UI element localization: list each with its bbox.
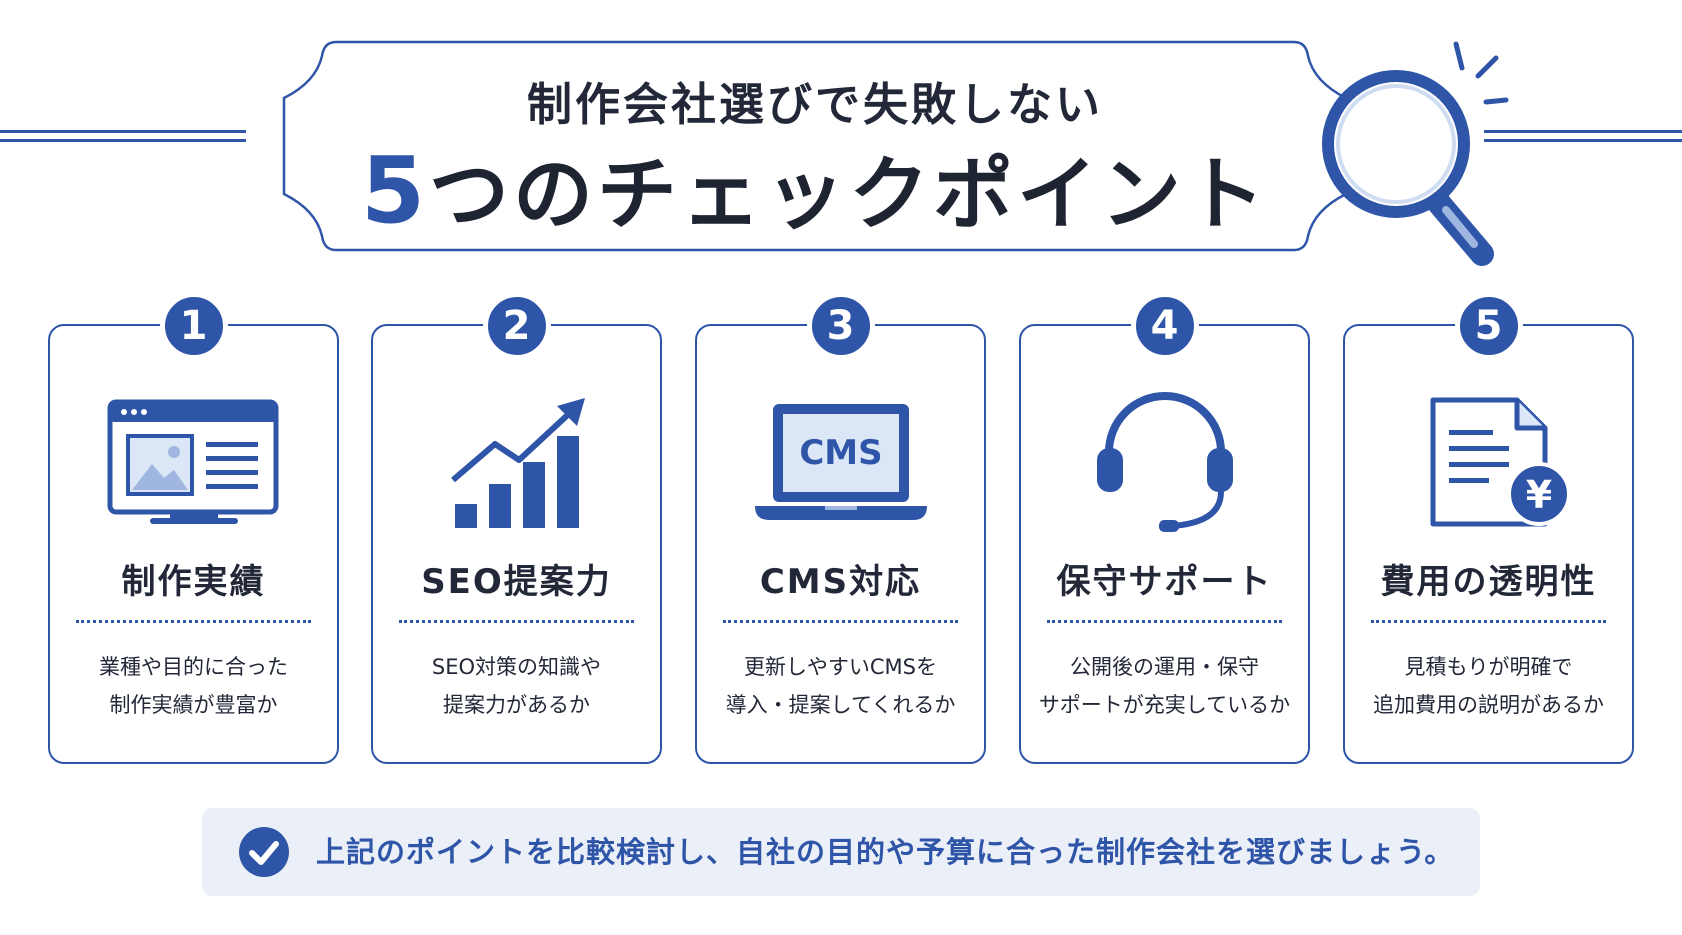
card-title: CMS対応 <box>759 562 922 602</box>
check-card-3: 3 CMS CMS対応 更新しやすいCMSを 導入・提案してくれるか <box>695 292 986 764</box>
card-number-badge: 4 <box>1130 292 1199 360</box>
yen-symbol: ¥ <box>1525 473 1551 517</box>
card-number-badge: 5 <box>1454 292 1523 360</box>
card-desc-line-1: 見積もりが明確で <box>1404 655 1573 679</box>
card-description: 更新しやすいCMSを 導入・提案してくれるか <box>697 648 984 724</box>
card-number-badge: 3 <box>806 292 875 360</box>
check-card-2: 2 SEO提案力 SEO対策の知識や 提案力があるか <box>371 292 662 764</box>
card-divider <box>1047 620 1282 623</box>
card-desc-line-1: 公開後の運用・保守 <box>1070 655 1259 679</box>
check-card-1: 1 制作実績 業種や目的に合った 制作実績が豊富か <box>48 292 339 764</box>
card-title: 費用の透明性 <box>1380 562 1597 602</box>
card-divider <box>399 620 634 623</box>
magnifier-icon <box>1322 41 1509 266</box>
title-number: 5 <box>360 137 429 244</box>
check-card-4: 4 保守サポート 公開後の運用・保守 サポートが充実しているか <box>1019 292 1310 764</box>
cms-label: CMS <box>799 433 882 473</box>
card-desc-line-1: 業種や目的に合った <box>99 655 288 679</box>
right-rule-top <box>1484 130 1682 133</box>
title-line-1: 制作会社選びで失敗しない <box>526 78 1103 131</box>
cms-laptop-icon: CMS <box>754 404 927 520</box>
summary-banner: 上記のポイントを比較検討し、自社の目的や予算に合った制作会社を選びましょう。 <box>202 808 1480 896</box>
card-desc-line-2: 導入・提案してくれるか <box>725 693 956 717</box>
left-rule-bottom <box>0 139 246 142</box>
card-description: 業種や目的に合った 制作実績が豊富か <box>50 648 337 724</box>
card-desc-line-2: 提案力があるか <box>443 693 590 717</box>
card-description: 見積もりが明確で 追加費用の説明があるか <box>1345 648 1632 724</box>
growth-chart-icon <box>450 398 585 528</box>
card-desc-line-1: 更新しやすいCMSを <box>744 655 937 679</box>
website-monitor-icon <box>107 399 278 524</box>
check-card-5: 5 ¥ 費用の透明性 見積もりが明確で 追加費用の説明があるか <box>1343 292 1634 764</box>
card-desc-line-2: 制作実績が豊富か <box>109 693 278 717</box>
card-description: 公開後の運用・保守 サポートが充実しているか <box>1021 648 1308 724</box>
check-circle-icon <box>239 827 289 877</box>
card-desc-line-2: 追加費用の説明があるか <box>1373 693 1604 717</box>
title-line-2: 5つのチェックポイント <box>290 130 1340 246</box>
card-desc-line-1: SEO対策の知識や <box>431 655 602 679</box>
right-rule-bottom <box>1484 139 1682 142</box>
title-line-2-text: つのチェックポイント <box>429 148 1269 241</box>
invoice-yen-icon: ¥ <box>1430 397 1571 527</box>
card-number-badge: 2 <box>482 292 551 360</box>
left-rule-top <box>0 130 246 133</box>
card-divider <box>76 620 311 623</box>
card-title: 保守サポート <box>1056 562 1273 602</box>
card-description: SEO対策の知識や 提案力があるか <box>373 648 660 724</box>
card-divider <box>723 620 958 623</box>
card-title: 制作実績 <box>121 562 266 602</box>
summary-text: 上記のポイントを比較検討し、自社の目的や予算に合った制作会社を選びましょう。 <box>316 835 1455 869</box>
title-frame <box>282 40 1348 252</box>
card-divider <box>1371 620 1606 623</box>
card-number-badge: 1 <box>159 292 228 360</box>
headset-icon <box>1096 392 1233 532</box>
card-desc-line-2: サポートが充実しているか <box>1038 693 1291 717</box>
card-title: SEO提案力 <box>421 562 612 602</box>
